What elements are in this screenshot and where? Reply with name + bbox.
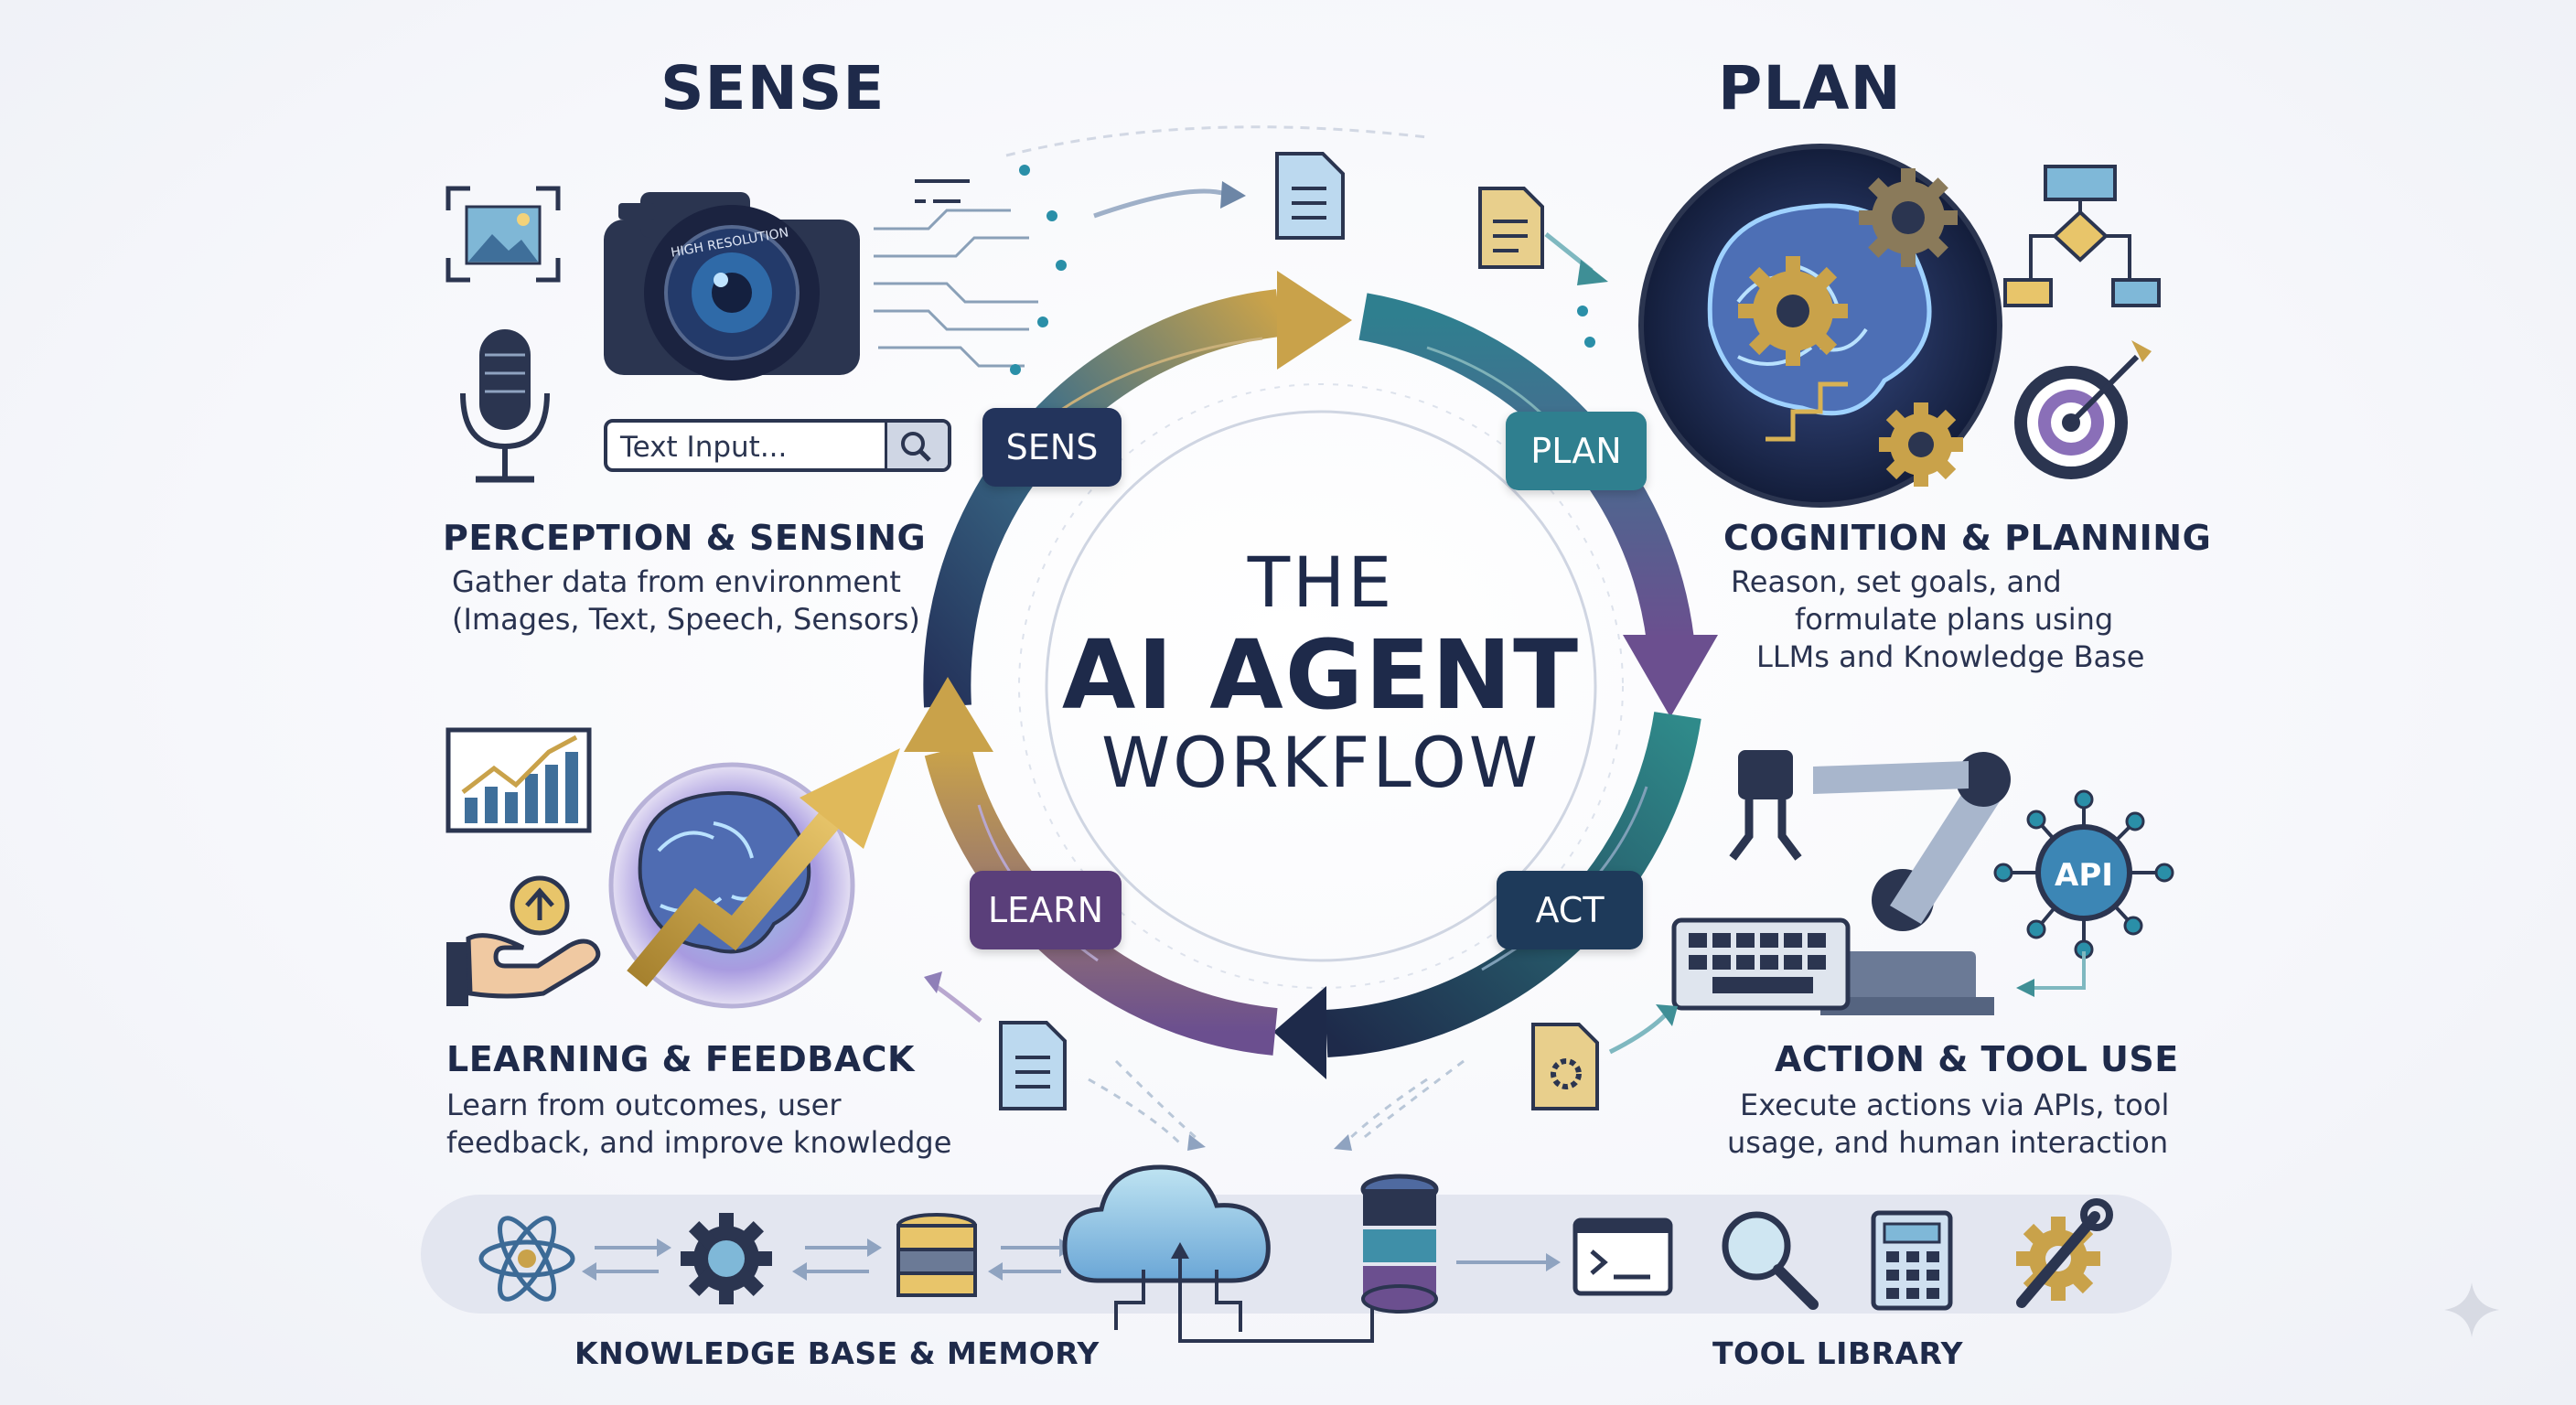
keyboard-icon (1671, 917, 1851, 1011)
target-icon (2014, 340, 2152, 479)
terminal-icon (1572, 1217, 1673, 1296)
image-frame-icon (445, 186, 561, 283)
title-line-the: THE (1247, 542, 1395, 623)
arrowhead-left (904, 677, 993, 752)
text-input-placeholder: Text Input... (620, 431, 788, 464)
badge-act: ACT (1497, 871, 1643, 949)
sense-desc-line: Gather data from environment (452, 564, 901, 599)
sense-subheading: PERCEPTION & SENSING (443, 518, 927, 558)
act-description: Execute actions via APIs, tool usage, an… (1727, 1087, 2169, 1162)
arrowhead-top (1277, 271, 1352, 370)
title-line-ai-agent: AI AGENT (1061, 619, 1581, 731)
document-icon (999, 1021, 1067, 1110)
database-icon (1360, 1174, 1439, 1314)
document-icon (1531, 1023, 1599, 1110)
gear-icon (681, 1213, 772, 1304)
sense-desc-line: (Images, Text, Speech, Sensors) (452, 602, 920, 637)
act-desc-line: usage, and human interaction (1727, 1125, 2169, 1160)
gear-icon (1879, 402, 1963, 487)
learn-desc-line: Learn from outcomes, user (446, 1088, 842, 1122)
center-title: THE AI AGENT WORKFLOW (955, 542, 1687, 803)
sparkle-icon (2444, 1282, 2499, 1337)
plan-desc-line: Reason, set goals, and (1731, 564, 2062, 599)
learn-description: Learn from outcomes, user feedback, and … (446, 1087, 951, 1162)
database-icon (896, 1213, 977, 1297)
knowledge-base-label: KNOWLEDGE BASE & MEMORY (574, 1335, 1100, 1371)
hand-upload-icon (446, 875, 601, 1006)
act-desc-line: Execute actions via APIs, tool (1740, 1088, 2170, 1122)
plan-heading: PLAN (1718, 53, 1902, 123)
act-subheading: ACTION & TOOL USE (1775, 1039, 2179, 1079)
chart-icon (445, 727, 592, 833)
camera-icon: HIGH RESOLUTION (604, 192, 860, 381)
cloud-icon (1062, 1164, 1271, 1332)
search-icon (885, 423, 948, 468)
badge-learn: LEARN (970, 871, 1122, 949)
document-icon (1275, 152, 1345, 240)
gear-icon (1859, 168, 1958, 267)
title-line-workflow: WORKFLOW (1101, 722, 1540, 803)
arrowhead-right (1623, 635, 1718, 717)
text-input-field: Text Input... (604, 419, 951, 472)
plan-description: Reason, set goals, and formulate plans u… (1731, 563, 2144, 676)
magnifier-icon (1722, 1211, 1819, 1310)
learn-desc-line: feedback, and improve knowledge (446, 1125, 952, 1160)
data-stream-icon (874, 209, 1038, 368)
learn-subheading: LEARNING & FEEDBACK (446, 1039, 915, 1079)
flowchart-icon (2003, 165, 2161, 307)
calculator-icon (1871, 1210, 1953, 1311)
arrowhead-bottom (1273, 986, 1326, 1079)
robot-arm-icon (1729, 750, 2011, 1015)
wrench-gear-icon (2016, 1198, 2113, 1308)
gear-icon (1738, 256, 1848, 366)
tool-library-label: TOOL LIBRARY (1712, 1335, 1964, 1371)
badge-sense: SENS (982, 408, 1122, 487)
document-icon (1478, 187, 1544, 269)
plan-subheading: COGNITION & PLANNING (1723, 518, 2212, 558)
sense-description: Gather data from environment (Images, Te… (452, 563, 920, 638)
api-label: API (2055, 857, 2113, 894)
atom-icon (478, 1216, 575, 1302)
plan-desc-line: formulate plans using (1795, 602, 2114, 637)
microphone-icon (460, 329, 550, 483)
plan-desc-line: LLMs and Knowledge Base (1756, 639, 2145, 674)
sense-heading: SENSE (660, 53, 886, 123)
api-network-icon: API (1993, 789, 2174, 960)
badge-plan: PLAN (1506, 412, 1647, 490)
brain-icon (608, 748, 900, 1009)
